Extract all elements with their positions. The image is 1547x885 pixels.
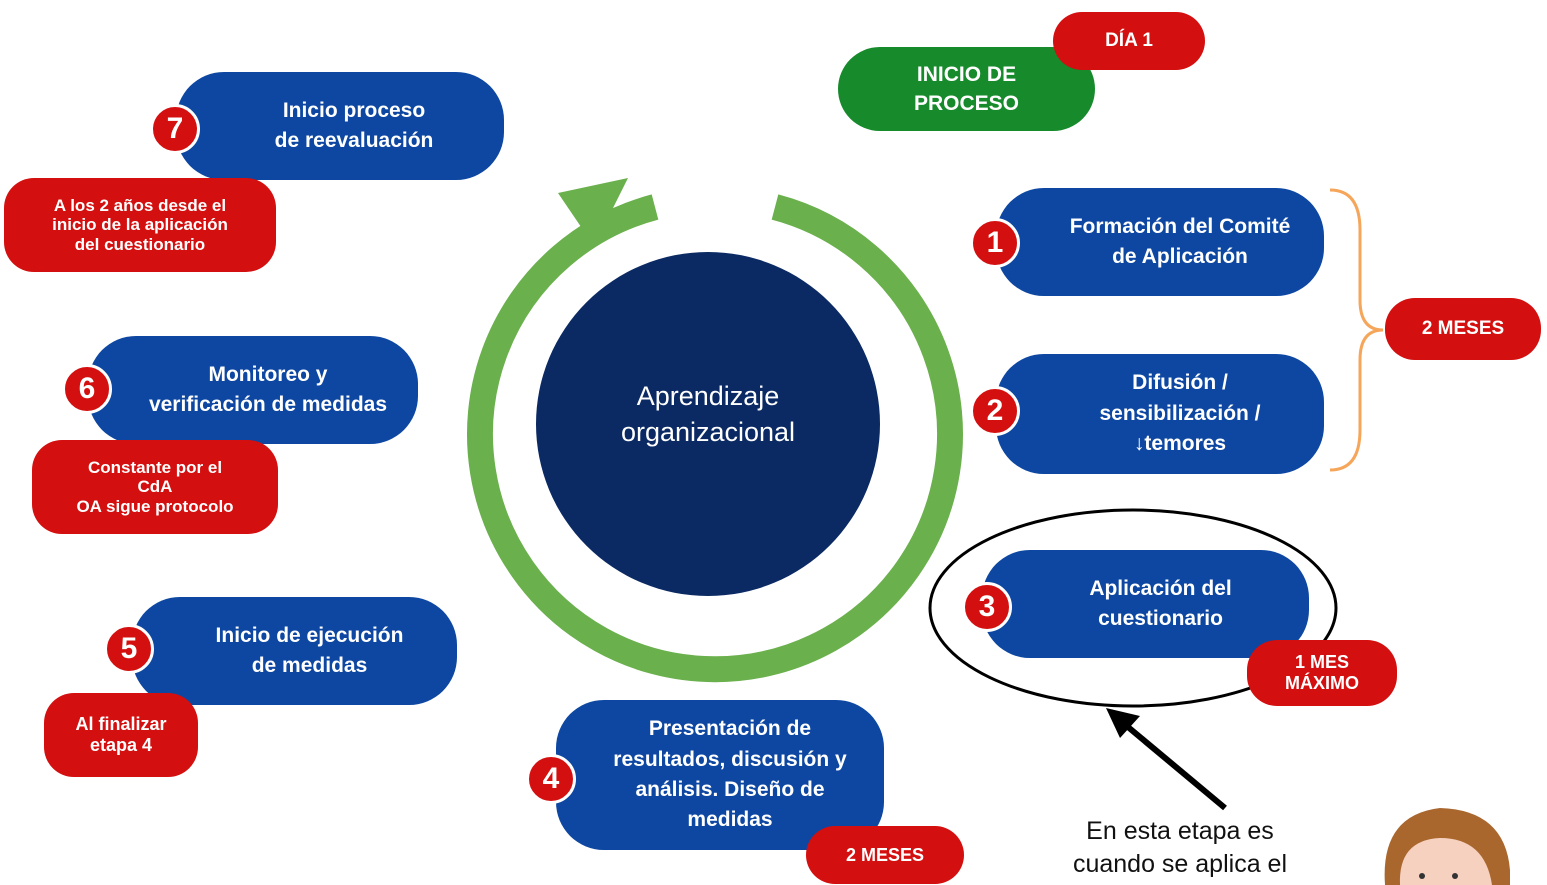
step-7-box: Inicio proceso de reevaluación — [176, 72, 504, 180]
two-months-bracket-tag: 2 MESES — [1385, 298, 1541, 360]
step-6-box: Monitoreo y verificación de medidas — [88, 336, 418, 444]
step-2-box: Difusión / sensibilización / ↓temores — [996, 354, 1324, 474]
step-1-number: 1 — [970, 218, 1020, 268]
step-1-box: Formación del Comité de Aplicación — [996, 188, 1324, 296]
bracket — [1329, 188, 1384, 472]
pointer-arrowhead — [1106, 708, 1140, 738]
step-5-box: Inicio de ejecución de medidas — [132, 597, 457, 705]
step-3-duration-tag: 1 MES MÁXIMO — [1247, 640, 1397, 706]
step-5-number: 5 — [104, 624, 154, 674]
cycle-arc — [467, 194, 963, 683]
center-circle — [536, 252, 880, 596]
step-7-timing-tag: A los 2 años desde el inicio de la aplic… — [4, 178, 276, 272]
step-3-box: Aplicación del cuestionario — [982, 550, 1309, 658]
step-4-number: 4 — [526, 754, 576, 804]
step-4-box: Presentación de resultados, discusión y … — [556, 700, 884, 850]
step-6-timing-tag: Constante por el CdA OA sigue protocolo — [32, 440, 278, 534]
cycle-arrowhead — [558, 178, 628, 246]
step-4-duration-tag: 2 MESES — [806, 826, 964, 884]
step-7-number: 7 — [150, 104, 200, 154]
highlight-ellipse — [928, 508, 1338, 708]
annotation-text: En esta etapa es cuando se aplica el — [1072, 817, 1288, 878]
step-2-number: 2 — [970, 386, 1020, 436]
day-one-tag: DÍA 1 — [1053, 12, 1205, 70]
step-3-number: 3 — [962, 582, 1012, 632]
character-illustration — [1384, 808, 1510, 885]
start-process-box: INICIO DE PROCESO — [838, 47, 1095, 131]
center-label: Aprendizaje organizacional — [620, 381, 796, 448]
step-6-number: 6 — [62, 364, 112, 414]
pointer-arrow-line — [1120, 719, 1227, 811]
step-5-timing-tag: Al finalizar etapa 4 — [44, 693, 198, 777]
